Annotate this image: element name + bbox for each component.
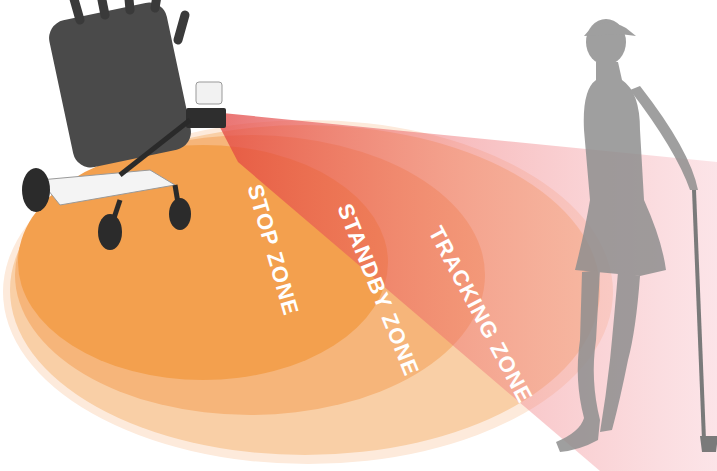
trolley-frame <box>120 120 190 175</box>
golfer-body <box>575 62 666 276</box>
golf-bag <box>46 0 195 171</box>
club-grip <box>155 0 158 8</box>
club-grip <box>178 15 185 40</box>
golf-club-shaft <box>694 190 704 440</box>
front-wheel <box>169 198 191 230</box>
golfer-arm <box>630 86 698 190</box>
club-grip <box>72 0 80 20</box>
front-wheel <box>98 214 122 250</box>
golfer-cap <box>584 23 636 36</box>
club-grip <box>100 0 105 15</box>
club-grip <box>128 0 130 10</box>
trolley-body <box>40 170 175 205</box>
handle-console <box>196 82 222 104</box>
golfer-leg-left <box>556 270 600 452</box>
golfer-leg-right <box>600 272 640 432</box>
golf-club-head <box>700 436 717 452</box>
basket <box>186 108 226 128</box>
rear-wheel <box>22 168 50 212</box>
